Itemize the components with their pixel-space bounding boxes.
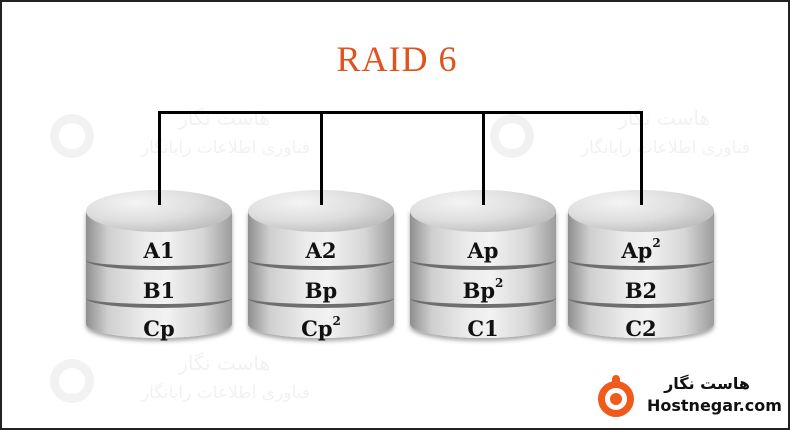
brand-name-en: Hostnegar.com (647, 396, 782, 415)
logo-dot (610, 393, 622, 405)
connector-drop-tail (640, 190, 643, 205)
brand-logo-icon (598, 375, 638, 417)
connector-drop-tail (158, 190, 161, 205)
block-label: A1 (143, 238, 175, 263)
disk-2: A2 Bp Cp2 (248, 190, 394, 350)
block-label: Ap2 (621, 236, 661, 263)
block-label: B1 (142, 278, 176, 303)
watermark-logo-icon (490, 114, 534, 158)
block-label: A2 (305, 238, 337, 263)
connector-drop-3 (482, 111, 485, 205)
brand-name-fa: هاست نگار (664, 374, 750, 393)
connector-drop-2 (320, 111, 323, 205)
block-separator (248, 256, 394, 270)
block-label: Bp2 (462, 276, 504, 303)
block-separator (86, 294, 232, 308)
watermark-subtext: فناوری اطلاعات رایانگار (580, 138, 750, 158)
block-separator (568, 294, 714, 308)
block-separator (410, 294, 556, 308)
connector-drop-1 (158, 111, 161, 205)
block-separator (86, 256, 232, 270)
watermark-bottom-left: هاست نگار فناوری اطلاعات رایانگار (50, 347, 310, 417)
block-label: B2 (624, 278, 658, 303)
disk-3: Ap Bp2 C1 (410, 190, 556, 350)
connector-drop-tail (320, 190, 323, 205)
logo-ring (598, 381, 634, 417)
connector-drop-4 (640, 111, 643, 205)
connector-drop-tail (482, 190, 485, 205)
watermark-subtext: فناوری اطلاعات رایانگار (140, 383, 310, 403)
block-separator (248, 294, 394, 308)
block-label: C1 (467, 316, 499, 341)
watermark-text: هاست نگار (178, 106, 270, 130)
watermark-logo-icon (50, 114, 94, 158)
watermark-subtext: فناوری اطلاعات رایانگار (140, 138, 310, 158)
block-label: Bp (304, 278, 338, 303)
block-separator (568, 256, 714, 270)
watermark-logo-icon (50, 359, 94, 403)
disk-4: Ap2 B2 C2 (568, 190, 714, 350)
block-label: Cp (143, 316, 175, 341)
watermark-text: هاست نگار (618, 106, 710, 130)
watermark-text: هاست نگار (178, 351, 270, 375)
block-label: Ap (467, 238, 499, 263)
connector-bus (158, 111, 643, 114)
block-label: Cp2 (301, 314, 341, 341)
diagram-title: RAID 6 (336, 39, 458, 79)
block-label: C2 (625, 316, 657, 341)
disk-1: A1 B1 Cp (86, 190, 232, 350)
block-separator (410, 256, 556, 270)
